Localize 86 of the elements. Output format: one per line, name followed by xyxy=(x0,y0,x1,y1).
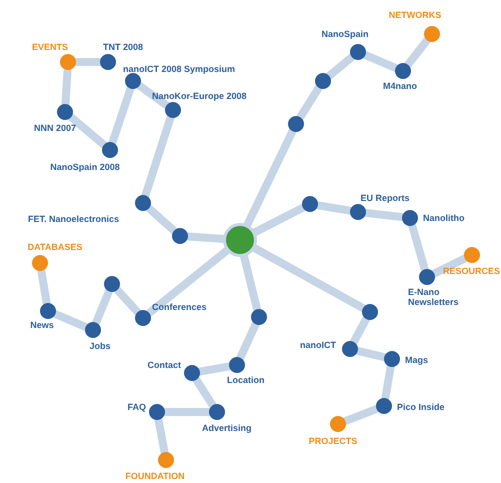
node-dot xyxy=(251,309,267,325)
node-dot xyxy=(60,54,76,70)
branch-line xyxy=(236,320,260,362)
node-dot xyxy=(125,73,141,89)
node-label: nanoICT xyxy=(300,340,336,350)
node-dot xyxy=(104,276,120,292)
branch-line xyxy=(144,204,178,235)
node-dot xyxy=(135,195,151,211)
node-label: NanoKor-Europe 2008 xyxy=(152,91,247,101)
node-label: Nanolitho xyxy=(423,213,464,223)
node-dot xyxy=(464,247,480,263)
node-dot xyxy=(315,73,331,89)
branch-line xyxy=(251,204,307,236)
branch-line xyxy=(141,114,175,200)
branch-line xyxy=(354,346,388,362)
node-label: NNN 2007 xyxy=(34,123,76,133)
node-dot xyxy=(229,357,245,373)
node-label: FET. Nanoelectronics xyxy=(28,214,120,224)
branch-line xyxy=(113,286,142,316)
node-dot xyxy=(102,142,118,158)
node-dot xyxy=(149,404,165,420)
node-dot xyxy=(165,102,181,118)
node-dot xyxy=(172,228,188,244)
branch-line xyxy=(145,246,231,317)
category-label: RESOURCES xyxy=(443,266,500,276)
branch-line xyxy=(240,252,262,314)
node-label: NanoSpain xyxy=(322,29,368,39)
branch-line xyxy=(192,376,217,410)
node-dot xyxy=(330,416,346,432)
node-label: News xyxy=(30,320,54,330)
branch-line xyxy=(135,82,171,110)
node-label: EU Reports xyxy=(360,193,410,203)
branch-line xyxy=(51,310,90,331)
branch-line xyxy=(243,127,297,229)
node-dot xyxy=(302,196,318,212)
branch-line xyxy=(430,254,469,278)
node-dot xyxy=(350,204,366,220)
node-dot xyxy=(350,44,366,60)
branch-line xyxy=(408,222,429,274)
node-dot xyxy=(419,269,435,285)
node-dot xyxy=(384,351,400,367)
branch-line xyxy=(67,113,108,149)
hub-circle xyxy=(223,223,257,257)
branch-line xyxy=(404,36,432,69)
node-label: FAQ xyxy=(127,402,146,412)
node-label: NanoSpain 2008 xyxy=(50,162,120,172)
node-dot xyxy=(40,303,56,319)
category-label: EVENTS xyxy=(32,42,68,52)
node-label: Location xyxy=(227,375,264,385)
branch-line xyxy=(296,84,323,122)
node-dot xyxy=(184,365,200,381)
node-label: Pico Inside xyxy=(397,402,445,412)
node-dot xyxy=(288,116,304,132)
node-dot xyxy=(342,341,358,357)
node-dot xyxy=(376,398,392,414)
node-dot xyxy=(395,63,411,79)
node-dot xyxy=(424,26,440,42)
node-label: Mags xyxy=(405,355,428,365)
branch-line xyxy=(108,84,134,146)
node-dot xyxy=(57,104,73,120)
branch-line xyxy=(92,287,113,327)
node-dot xyxy=(402,210,418,226)
branch-line xyxy=(341,404,381,426)
node-dot xyxy=(85,322,101,338)
branch-line xyxy=(350,315,370,346)
node-dot xyxy=(32,255,48,271)
category-label: FOUNDATION xyxy=(125,471,185,481)
branch-line xyxy=(361,51,400,72)
node-label: E-Nano Newsletters xyxy=(408,287,460,307)
category-label: DATABASES xyxy=(28,242,82,252)
node-label: Contact xyxy=(148,360,181,370)
category-label: PROJECTS xyxy=(308,436,358,446)
node-dot xyxy=(158,452,174,468)
node-dot xyxy=(209,404,225,420)
node-dot xyxy=(362,304,378,320)
node-label: TNT 2008 xyxy=(102,42,144,52)
node-dot xyxy=(135,310,151,326)
node-label: Advertising xyxy=(202,423,252,433)
branch-line xyxy=(325,53,356,80)
branch-line xyxy=(250,244,367,312)
node-label: Conferences xyxy=(152,302,207,312)
category-label: NETWORKS xyxy=(388,10,442,20)
node-label: Jobs xyxy=(90,341,110,351)
node-dot xyxy=(100,54,116,70)
node-label: nanoICT 2008 Symposium xyxy=(123,64,236,74)
node-label: M4nano xyxy=(383,81,417,91)
